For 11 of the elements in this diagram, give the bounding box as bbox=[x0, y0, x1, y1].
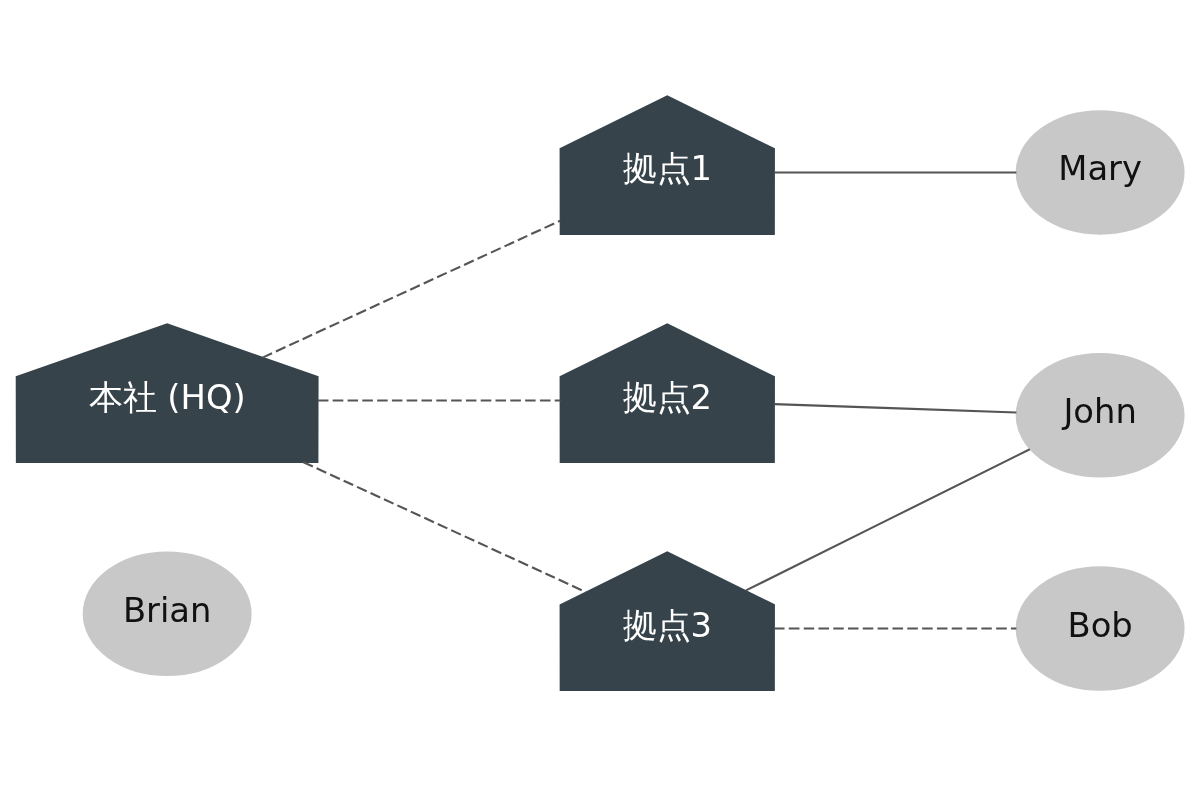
node-ellipse: Bob bbox=[1015, 565, 1185, 691]
connector bbox=[303, 460, 587, 593]
connector bbox=[262, 219, 561, 359]
node-ellipse: John bbox=[1015, 352, 1185, 478]
node-ellipse: Mary bbox=[1015, 109, 1185, 235]
connector bbox=[318, 398, 561, 402]
connector bbox=[745, 447, 1031, 591]
connector bbox=[774, 627, 1017, 630]
connector bbox=[774, 402, 1017, 414]
connector bbox=[774, 170, 1017, 173]
node-ellipse: Brian bbox=[82, 550, 252, 676]
